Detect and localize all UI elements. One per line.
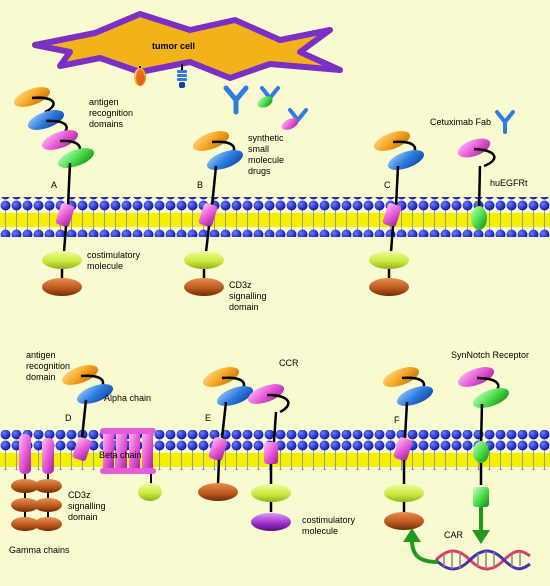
car-c <box>369 131 425 296</box>
car-a <box>13 87 95 296</box>
car-b <box>184 131 244 296</box>
costimulatory-molecule-bottom-label: costimulatory molecule <box>302 515 356 536</box>
dna-helix <box>434 549 531 571</box>
synthetic-small-molecule-drugs-label: synthetic small molecule drugs <box>248 133 285 176</box>
synnotch-receptor-label: SynNotch Receptor <box>451 350 530 360</box>
antigen-recognition-domains-label: antigen recognition domains <box>89 97 134 129</box>
synnotch-activation-arrow <box>472 507 490 544</box>
car-d <box>61 365 114 461</box>
beta-chain-label: Beta chain <box>99 450 142 460</box>
car-expression-arrow <box>403 528 439 564</box>
car-f <box>382 367 434 530</box>
ccr <box>247 384 291 531</box>
gamma-chains <box>11 434 62 531</box>
cetuximab-fab-label: Cetuximab Fab <box>430 117 492 127</box>
antigen-recognition-domain-label: antigen recognition domain <box>26 350 71 382</box>
tumor-cell <box>32 11 343 81</box>
antibody-green-drug <box>257 86 280 108</box>
cd3z-signalling-domain-bottom-label: CD3z signalling domain <box>68 490 106 522</box>
cd3z-signalling-domain-top-label: CD3z signalling domain <box>229 280 267 312</box>
cetuximab-fab-icon <box>495 110 515 134</box>
antibody-blue-1 <box>223 85 249 115</box>
gamma-chains-label: Gamma chains <box>9 545 70 555</box>
panel-a-label: A <box>51 180 58 190</box>
costimulatory-molecule-top-label: costimulatory molecule <box>87 250 141 271</box>
tumor-cell-label: tumor cell <box>152 41 196 51</box>
ccr-label: CCR <box>279 358 299 368</box>
synnotch-receptor <box>457 367 510 507</box>
car-label: CAR <box>444 530 464 540</box>
panel-c-label: C <box>384 180 391 190</box>
huegfrt-label: huEGFRt <box>490 178 528 188</box>
panel-e-label: E <box>205 413 212 423</box>
panel-b-label: B <box>197 180 204 190</box>
panel-d-label: D <box>65 413 72 423</box>
beta-chain <box>100 428 162 501</box>
tumor-antigen-red <box>134 66 146 86</box>
antibody-pink-drug <box>281 108 308 130</box>
car-e <box>198 367 254 501</box>
cell-membrane-top <box>0 197 550 237</box>
huegfrt <box>457 138 496 230</box>
tumor-antigen-blue <box>177 64 187 88</box>
panel-f-label: F <box>394 415 400 425</box>
alpha-chain-label: Alpha chain <box>104 393 152 403</box>
